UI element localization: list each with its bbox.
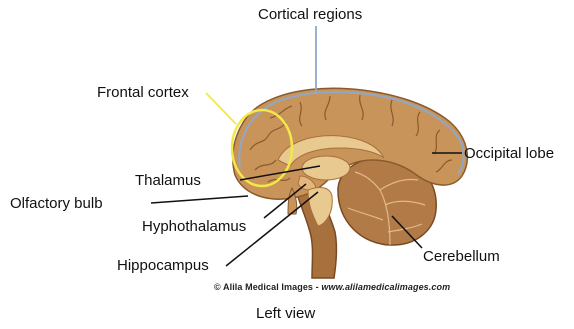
label-thalamus: Thalamus	[135, 172, 201, 190]
label-hippocampus: Hippocampus	[117, 257, 209, 275]
credit-separator: -	[316, 282, 319, 292]
label-occipital-lobe: Occipital lobe	[464, 145, 554, 163]
label-frontal-cortex: Frontal cortex	[97, 84, 189, 102]
credit-website: www.alilamedicalimages.com	[321, 282, 450, 292]
label-olfactory-bulb: Olfactory bulb	[10, 195, 103, 213]
credit-owner: © Alila Medical Images	[214, 282, 313, 292]
olfactory-bulb-pointer	[151, 196, 248, 203]
label-hypothalamus: Hyphothalamus	[142, 218, 246, 236]
frontal-cortex-pointer	[206, 93, 236, 124]
view-caption: Left view	[256, 305, 315, 322]
label-cerebellum: Cerebellum	[423, 248, 500, 266]
image-credit: © Alila Medical Images - www.alilamedica…	[214, 282, 450, 292]
label-cortical-regions: Cortical regions	[258, 6, 362, 24]
